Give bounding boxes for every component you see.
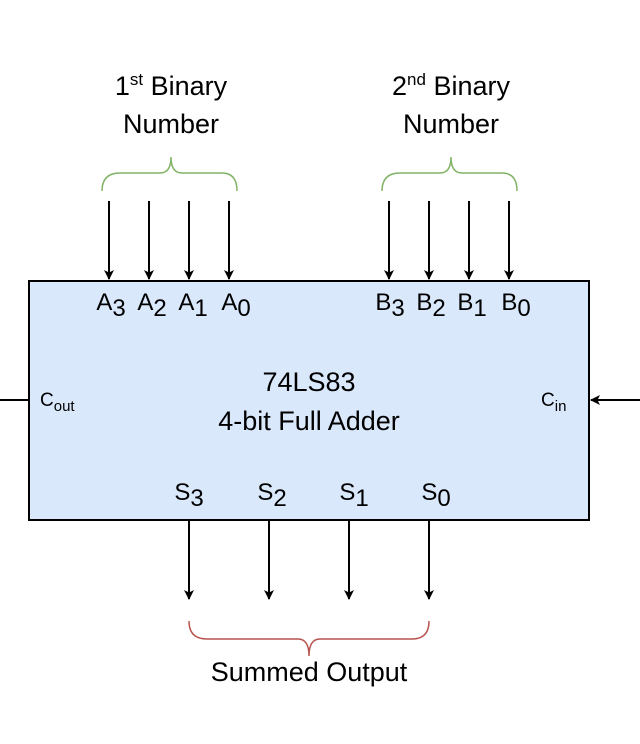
a-pin-1: A1 bbox=[178, 289, 207, 322]
second-number-brace bbox=[381, 156, 518, 192]
second-binary-number-line2: Number bbox=[403, 109, 499, 139]
s-pin-2: S2 bbox=[257, 479, 286, 512]
s-pin-0: S0 bbox=[421, 479, 450, 512]
first-binary-number-title: 1st Binary bbox=[115, 70, 228, 101]
a-pin-2: A2 bbox=[137, 289, 166, 322]
first-binary-number-line2: Number bbox=[123, 109, 219, 139]
b-pin-1: B1 bbox=[457, 289, 486, 322]
first-number-brace bbox=[101, 156, 238, 192]
b-pin-2: B2 bbox=[416, 289, 445, 322]
chip-body bbox=[28, 280, 590, 521]
a-pin-0: A0 bbox=[221, 289, 250, 322]
carry-in-label: Cin bbox=[541, 390, 566, 415]
a-input-arrows bbox=[104, 201, 234, 280]
carry-out-label: Cout bbox=[40, 390, 75, 415]
a-pin-labels: A3 A2 A1 A0 bbox=[96, 289, 250, 322]
s-pin-3: S3 bbox=[174, 479, 203, 512]
output-brace bbox=[188, 620, 430, 657]
b-pin-0: B0 bbox=[501, 289, 530, 322]
b-pin-3: B3 bbox=[375, 289, 404, 322]
s-output-arrows bbox=[184, 521, 434, 600]
chip-description: 4-bit Full Adder bbox=[218, 406, 400, 436]
b-pin-labels: B3 B2 B1 B0 bbox=[375, 289, 530, 322]
second-binary-number-title: 2nd Binary bbox=[392, 70, 510, 101]
s-pin-labels: S3 S2 S1 S0 bbox=[174, 479, 450, 512]
chip-name: 74LS83 bbox=[262, 367, 355, 397]
summed-output-label: Summed Output bbox=[211, 657, 408, 687]
s-pin-1: S1 bbox=[339, 479, 368, 512]
b-input-arrows bbox=[384, 201, 514, 280]
a-pin-3: A3 bbox=[96, 289, 125, 322]
